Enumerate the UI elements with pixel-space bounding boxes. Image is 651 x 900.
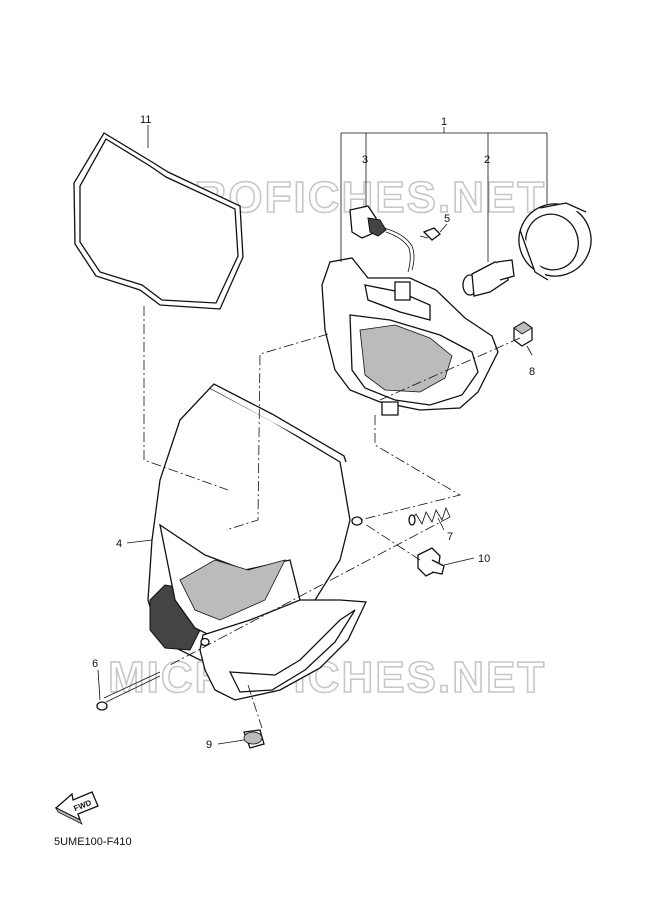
assembly-guide-lines [143,306,521,729]
part-4-headlight-cowl[interactable] [147,383,367,701]
part-1-bulb-cover[interactable] [509,194,601,286]
part-7-spring[interactable] [408,506,451,526]
part-8-nut[interactable] [513,321,533,347]
callout-8: 8 [529,366,535,378]
callout-7: 7 [447,531,453,543]
callout-3: 3 [362,154,368,166]
callout-6: 6 [92,658,98,670]
part-3-socket-cord[interactable] [349,205,415,273]
part-1-headlight-unit[interactable] [321,257,499,416]
leader-lines [97,125,548,745]
callout-5: 5 [444,213,450,225]
callout-2: 2 [484,154,490,166]
part-6-long-bolt[interactable] [96,671,161,711]
part-2-bulb[interactable] [462,259,515,297]
callout-4: 4 [116,538,122,550]
diagram-code: 5UME100-F410 [54,836,132,848]
part-9-grommet[interactable] [243,729,265,749]
callout-1: 1 [441,116,447,128]
part-5-screw[interactable] [419,227,441,241]
callout-11: 11 [140,114,151,126]
callout-10: 10 [478,553,490,565]
part-10-bolt[interactable] [417,547,445,577]
callout-9: 9 [206,739,212,751]
fwd-arrow-icon: FWD [54,791,99,825]
part-11-gasket[interactable] [73,132,244,310]
